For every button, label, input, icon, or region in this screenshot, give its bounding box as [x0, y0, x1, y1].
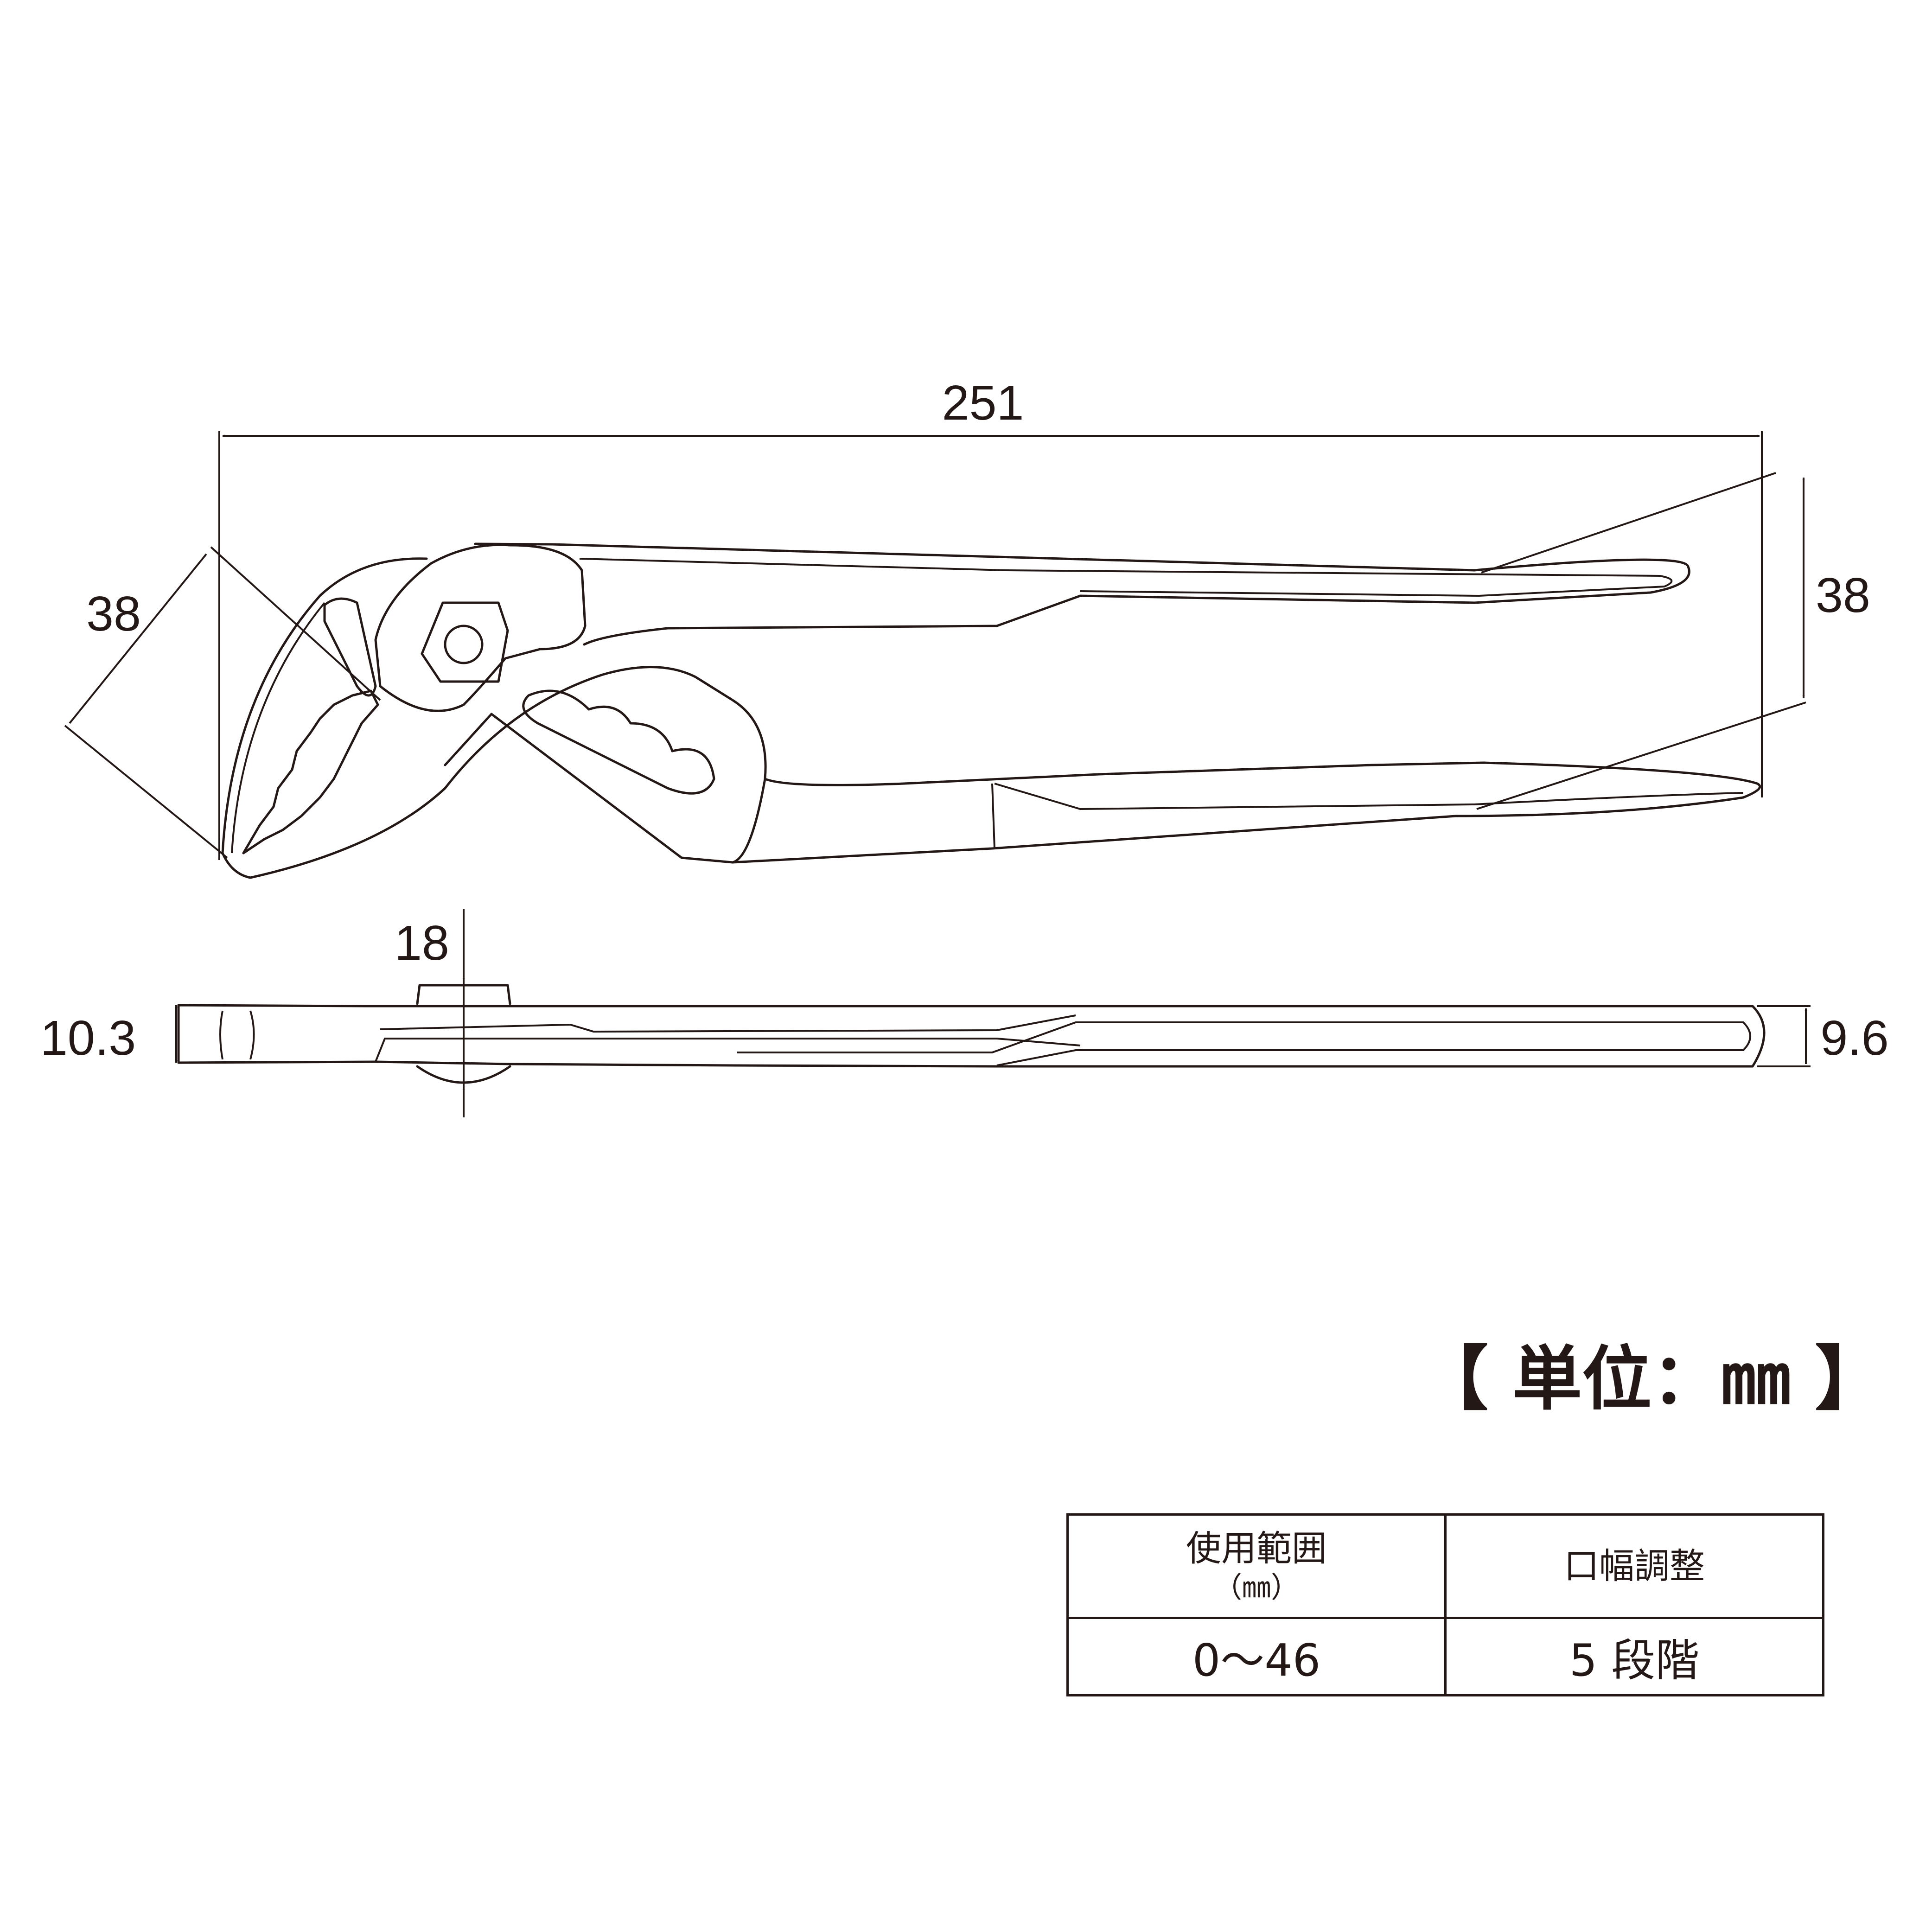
spec-header-cell: 口幅調整	[1444, 1513, 1824, 1619]
spec-header-range: 使用範囲	[1186, 1528, 1327, 1569]
spec-value-range: 0～46	[1066, 1617, 1447, 1696]
head-thickness-label: 10.3	[40, 1011, 136, 1065]
dimension-handle-thickness: 9.6	[1757, 1005, 1889, 1067]
spec-header-row: 使用範囲 （㎜） 口幅調整	[1066, 1513, 1824, 1619]
dimension-jaw-opening: 38	[64, 546, 381, 859]
handle-thickness-label: 9.6	[1820, 1011, 1888, 1065]
jaw-opening-label: 38	[86, 587, 141, 641]
spec-header-cell: 使用範囲 （㎜）	[1066, 1513, 1447, 1619]
unit-label: 【 単位：㎜ 】	[1419, 1339, 1885, 1420]
spec-value-row: 0～46 5 段階	[1066, 1617, 1824, 1696]
spec-table: 使用範囲 （㎜） 口幅調整 0～46 5 段階	[1066, 1513, 1824, 1696]
spec-header-range-unit: （㎜）	[1213, 1570, 1300, 1604]
plier-top-view	[177, 984, 1766, 1084]
dimension-overall-length: 251	[218, 376, 1763, 860]
overall-length-label: 251	[942, 376, 1024, 430]
plier-side-view	[221, 542, 1761, 879]
dimension-handle-spread: 38	[1476, 472, 1870, 810]
spec-value-adjustment: 5 段階	[1444, 1617, 1824, 1696]
dimension-pivot-thickness: 18	[395, 909, 465, 1117]
spec-header-adjustment: 口幅調整	[1564, 1545, 1705, 1587]
pivot-thickness-label: 18	[395, 916, 449, 970]
handle-spread-label: 38	[1816, 568, 1870, 623]
dimension-head-thickness: 10.3	[40, 1005, 178, 1065]
